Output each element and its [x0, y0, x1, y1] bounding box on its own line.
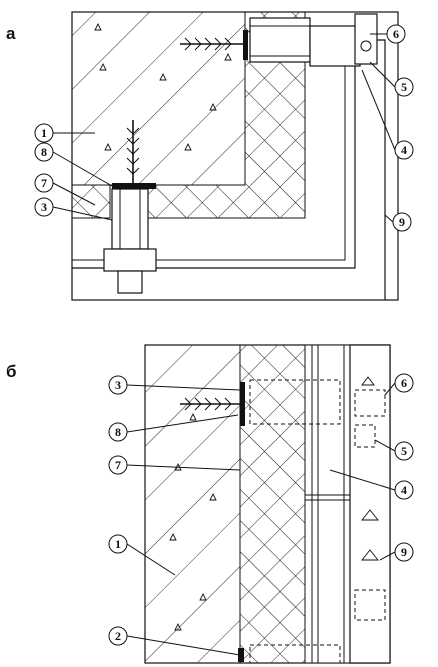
callout-a-6: 6 [393, 27, 399, 41]
callout-a-7: 7 [41, 176, 47, 190]
triangle-aggregate-icon-a [94, 22, 232, 151]
callout-b-6: 6 [401, 376, 407, 390]
concrete-wall-b [144, 344, 241, 664]
callout-a-5: 5 [401, 80, 407, 94]
panel-label-b: б [6, 362, 17, 381]
bracket-icon-a-bottom [103, 188, 157, 294]
callout-b-9: 9 [401, 545, 407, 559]
callout-b-8: 8 [115, 425, 121, 439]
panel-label-a: а [6, 24, 16, 43]
concrete-wall-a [71, 11, 246, 186]
callout-b-2: 2 [115, 629, 121, 643]
callout-a-8: 8 [41, 145, 47, 159]
callout-a-3: 3 [41, 200, 47, 214]
facing-panel-b [349, 344, 391, 664]
bracket-icon-a-top [249, 13, 378, 67]
callouts-panel-a: 1 3 4 5 6 7 8 9 [34, 24, 414, 232]
callout-a-1: 1 [41, 126, 47, 140]
callout-a-9: 9 [399, 215, 405, 229]
insulation-b [239, 344, 306, 664]
anchor-dowel-icon-b [180, 382, 245, 426]
panel-a-drawing [71, 11, 399, 301]
bracket-icon-b [249, 379, 386, 664]
callout-b-5: 5 [401, 444, 407, 458]
callout-a-4: 4 [401, 143, 407, 157]
callout-b-3: 3 [115, 378, 121, 392]
anchor-dowel-icon-a2 [112, 120, 156, 189]
panel-b-drawing [144, 344, 391, 664]
callouts-panel-b: 1 2 3 4 5 6 7 8 9 [108, 373, 414, 656]
callout-b-4: 4 [401, 483, 407, 497]
callout-b-1: 1 [115, 537, 121, 551]
callout-b-7: 7 [115, 458, 121, 472]
anchor-dowel-icon-a1 [180, 30, 248, 60]
